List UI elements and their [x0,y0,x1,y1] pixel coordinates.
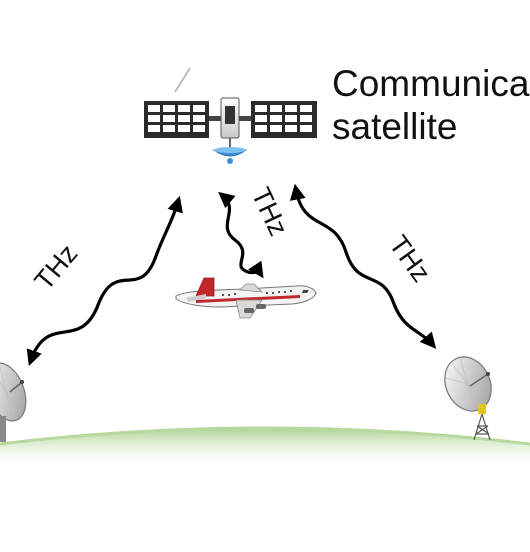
thz-link-right [289,183,437,349]
satellite-icon [144,67,317,164]
satellite-dish-icon [0,362,27,442]
title-line-2: satellite [332,106,457,147]
thz-label-left: THz [29,239,84,296]
thz-link-middle [218,191,264,279]
thz-link-left [26,195,183,367]
title-line-1: Communica [332,63,530,104]
satellite-dish-icon [444,356,492,441]
airplane-icon [175,277,317,319]
thz-label-right: THz [383,230,436,288]
thz-label-middle: THz [246,183,294,241]
ground [0,426,530,470]
